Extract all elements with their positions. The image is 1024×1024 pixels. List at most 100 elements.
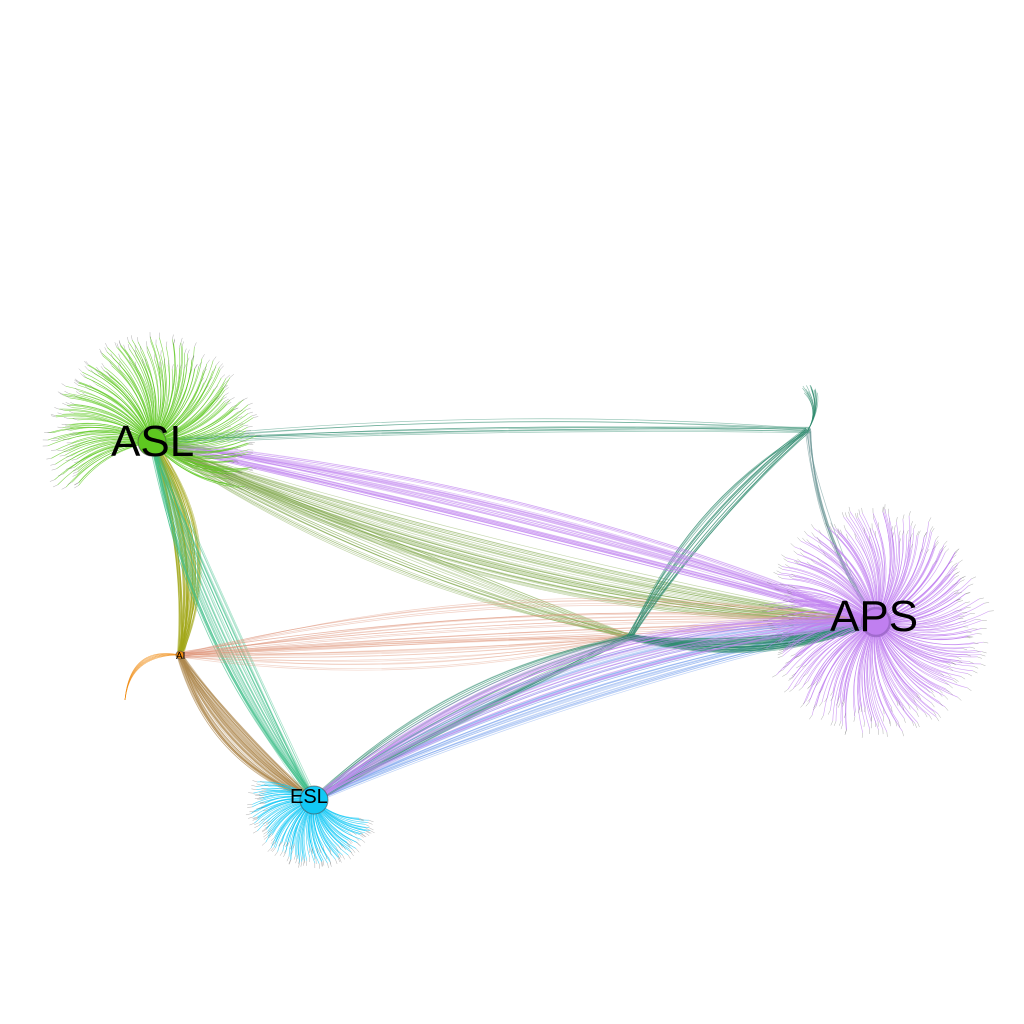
leaf-node [237, 410, 243, 413]
leaf-node [939, 689, 943, 694]
leaf-node [251, 788, 257, 790]
leaf-node [321, 861, 323, 867]
leaf-node [325, 854, 328, 860]
edge-asl-esl [149, 439, 313, 798]
leaf-edge [124, 653, 181, 701]
leaf-node [229, 483, 234, 487]
leaf-node [966, 636, 972, 638]
edge-asl-mid [151, 443, 631, 640]
leaf-node [261, 790, 267, 792]
hub-node-esl [299, 785, 329, 815]
edge-asl-aps [154, 443, 879, 625]
leaf-node [61, 423, 67, 426]
leaf-node [59, 393, 65, 396]
leaf-node [954, 678, 959, 682]
leaf-node [772, 674, 777, 678]
leaf-node [179, 342, 181, 348]
leaf-node [825, 522, 828, 528]
leaf-node [370, 830, 375, 834]
leaf-node [220, 365, 224, 370]
leaf-node [928, 517, 932, 523]
leaf-node [902, 530, 905, 536]
edge-asl-esl [149, 439, 313, 798]
edge-asl-ai [154, 439, 193, 653]
leaf-node [261, 806, 267, 808]
leaf-node [198, 362, 202, 367]
leaf-node [65, 402, 71, 405]
leaf-node [789, 676, 794, 680]
leaf-node [908, 537, 912, 542]
leaf-node [951, 662, 957, 666]
leaf-node [230, 453, 236, 455]
edge-asl-ai [153, 442, 200, 657]
leaf-node [791, 573, 796, 577]
leaf-node [968, 583, 974, 586]
leaf-node [830, 696, 834, 701]
leaf-node [74, 387, 80, 392]
edge-asl-ai [153, 444, 184, 658]
leaf-node [261, 842, 266, 846]
edge-ai-esl [181, 655, 316, 802]
leaf-node [858, 509, 860, 515]
edge-asl-aps [154, 440, 879, 622]
leaf-node [793, 560, 799, 565]
leaf-node [355, 841, 360, 846]
leaf-node [350, 851, 354, 857]
leaf-node [74, 378, 79, 383]
leaf-node [82, 374, 87, 379]
edge-asl-aps [152, 441, 877, 622]
leaf-node [224, 392, 229, 396]
leaf-node [902, 705, 905, 711]
edge-asl-esl [152, 441, 316, 800]
leaf-node [368, 819, 374, 823]
leaf-node [830, 522, 833, 528]
leaf-node [930, 688, 934, 693]
leaf-node [342, 845, 346, 851]
leaf-node [970, 646, 976, 649]
leaf-node [953, 592, 959, 595]
edge-asl-ai [154, 444, 195, 659]
edge-asl-esl [149, 439, 313, 798]
edge-asl-esl [151, 443, 315, 802]
edge-asl-aps [153, 439, 879, 620]
leaf-node [278, 842, 283, 847]
leaf-node [853, 716, 856, 722]
leaf-node [774, 588, 780, 591]
leaf-node [181, 341, 184, 347]
edge-esl-aps-purple [314, 622, 878, 802]
leaf-node [931, 693, 936, 698]
leaf-node [191, 355, 195, 361]
leaf-node [58, 473, 63, 477]
leaf-node [837, 529, 840, 535]
leaf-node [800, 552, 805, 557]
leaf-node [908, 704, 911, 710]
edge-asl-top [150, 421, 807, 442]
leaf-node [204, 385, 209, 390]
leaf-node [300, 861, 303, 867]
leaf-node [230, 397, 235, 400]
edge-asl-aps [149, 441, 874, 623]
leaf-node [791, 586, 797, 589]
leaf-node [63, 417, 69, 419]
leaf-node [925, 549, 930, 554]
leaf-node [225, 374, 230, 379]
leaf-node [783, 558, 788, 562]
leaf-node [891, 526, 893, 532]
edge-asl-esl [154, 440, 318, 799]
leaf-node [292, 844, 295, 849]
leaf-node [788, 576, 794, 579]
leaf-node [768, 635, 774, 637]
leaf-node [778, 651, 783, 654]
leaf-node [327, 863, 329, 869]
leaf-node [337, 854, 340, 859]
leaf-node [854, 533, 857, 539]
edge-asl-esl [153, 440, 317, 799]
leaf-node [809, 715, 813, 720]
edge-asl-aps-purple [149, 440, 874, 622]
edge-asl-aps [154, 442, 879, 624]
leaf-node [924, 712, 928, 718]
leaf-node [74, 485, 79, 489]
leaf-node [916, 712, 919, 717]
leaf-node [267, 829, 272, 834]
leaf-node [818, 545, 822, 550]
